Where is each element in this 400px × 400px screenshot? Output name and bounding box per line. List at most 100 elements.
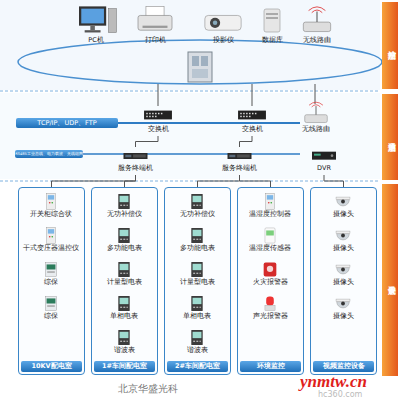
meter-icon [95,294,153,313]
camera-icon-part [314,226,372,245]
switch-icon-part [155,113,156,114]
node-label: 设备层 [385,279,396,282]
device-node: 综保 [22,260,80,292]
rack-icon-part [237,156,250,158]
node-label: 服务终端机 [118,165,153,173]
meter-icon-part [191,262,202,277]
dvr-icon [302,145,346,165]
meter-icon-part [118,262,129,277]
layer-divider [0,91,380,92]
connector-line [198,175,240,187]
meter-icon-part [118,228,129,243]
meter-icon-part [120,205,128,206]
switch-icon-part [149,113,150,114]
switch-icon-part [255,113,256,114]
rack-icon-part [133,156,146,158]
relay-icon-part [45,297,56,311]
db-icon-part [266,13,278,15]
meter-icon-part [200,341,201,342]
camera-icon-part [336,299,350,302]
rack-icon-part [237,154,250,156]
switch-icon [120,104,196,126]
pc-icon [72,3,120,37]
device-node: 投影仪 [200,3,246,47]
meter-icon-part [191,296,202,311]
device-node: 打印机 [132,3,178,47]
meter-icon-part [118,296,129,311]
group-box: 2#车间配电室无功补偿仪多功能电表计量型电表单相电表谐波表 [164,187,231,375]
meter-icon-part [193,332,202,338]
pc-icon-part [81,9,104,24]
relay-icon [22,260,80,279]
node-label: 摄像头 [333,279,354,287]
meter-icon-part [193,341,201,342]
group-box: 视频监控设备摄像头摄像头摄像头摄像头 [310,187,377,375]
node-label: 计量型电表 [107,279,142,287]
device-node: 无功补偿仪 [168,192,226,224]
device-node: 数据库 [252,3,292,47]
device-node: PC机 [72,3,120,47]
protocol-band: RS485工业总线、电力载波、无线组网 [15,150,83,158]
server-body [188,52,212,82]
server-slot [192,56,199,66]
panel-icon-part [47,227,56,243]
meter-icon-part [118,330,129,345]
uplink-wire [158,84,159,106]
rack-icon-part [125,155,131,157]
rack-icon [88,147,183,165]
protocol-band: TCP/IP、UDP、FTP [16,118,118,128]
meter-icon-part [120,273,128,274]
camera-icon-part [314,260,372,279]
dvr-icon-part [302,145,346,165]
pc-icon-part [108,9,116,33]
meter-icon-part [120,341,122,342]
watermark: 北京华盛光科 [118,382,178,396]
device-node: 综保 [22,294,80,326]
connector-line [240,175,271,187]
panel-icon-part [22,192,80,211]
printer-icon-part [146,6,164,16]
meter-icon [95,192,153,211]
rack-icon-part [124,153,148,159]
rack-icon-part [192,147,287,165]
switch-icon-part [240,113,256,117]
switch-icon-part [120,104,196,126]
node-label: 温湿度控制器 [249,211,291,219]
device-node: 开关柜综合状 [22,192,80,224]
meter-icon-part [120,332,129,338]
panel-icon [22,192,80,211]
device-node: 交换机 [120,104,196,136]
meter-icon [168,294,226,313]
switch-icon-part [146,113,147,114]
switch-icon-part [246,116,247,117]
switch-icon-part [144,111,172,120]
rack-icon-part [88,147,183,165]
meter-icon-part [123,273,125,274]
meter-icon-part [95,294,153,313]
projector-icon-part [210,18,220,28]
node-label: TCP/IP、UDP、FTP [37,120,96,127]
uplink-wire [315,84,316,104]
alarm-icon-part [241,294,299,313]
panel-icon-part [268,202,270,204]
node-label: 交换机 [242,126,263,134]
meter-icon-part [193,196,202,202]
connector-line [136,136,159,147]
rack-icon-part [133,154,146,156]
meter-icon-part [127,341,128,342]
printer-icon [132,3,178,37]
field-bus [83,153,300,155]
device-node: 无功补偿仪 [95,192,153,224]
node-label: 谐波表 [187,347,208,355]
node-label: 站控层 [385,44,396,47]
meter-icon-part [193,298,202,304]
watermark: ynmtw.cn [300,372,367,392]
device-node: 摄像头 [314,192,372,224]
projector-icon-part [205,15,241,30]
node-label: 10KV配电室 [31,362,71,371]
meter-icon-part [193,239,201,240]
router-icon-part [309,7,326,11]
meter-icon-part [193,205,195,206]
panel-icon-part [22,226,80,245]
meter-icon-part [191,228,202,243]
